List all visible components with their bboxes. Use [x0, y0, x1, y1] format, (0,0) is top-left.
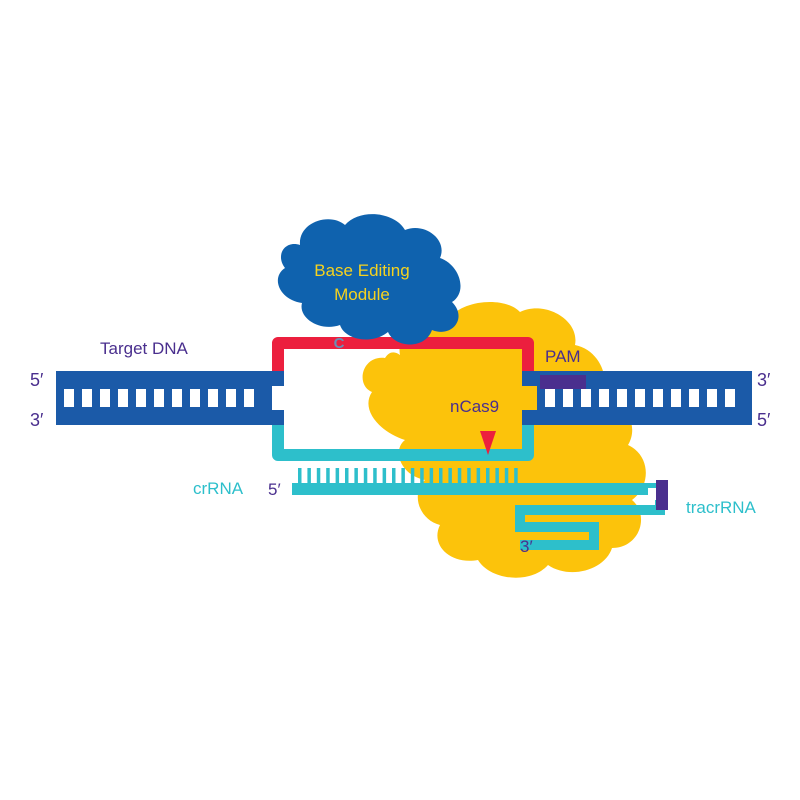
- bottom-left-end-label: 3′: [30, 410, 44, 430]
- crrna-base: [316, 468, 321, 483]
- dna-base-pair: [725, 389, 735, 407]
- crrna-base: [354, 468, 358, 483]
- top-right-end-label: 3′: [757, 370, 771, 390]
- dna-base-pair: [136, 389, 146, 407]
- dna-base-pair: [118, 389, 128, 407]
- dna-base-pair: [671, 389, 681, 407]
- crrna-base: [495, 468, 499, 483]
- crrna-base: [298, 468, 302, 483]
- crrna-base: [514, 468, 518, 483]
- dna-base-pair: [635, 389, 645, 407]
- dna-base-pair: [82, 389, 92, 407]
- crrna-base: [345, 468, 349, 483]
- crrna-base: [476, 468, 481, 483]
- dna-base-pair: [64, 389, 74, 407]
- dna-base-pair: [689, 389, 699, 407]
- top-dna-strand: [56, 371, 752, 386]
- crrna-strand: [292, 483, 660, 495]
- edit-base-label: C: [334, 335, 345, 352]
- crrna-end-label: 5′: [268, 480, 281, 499]
- dna-base-pair: [653, 389, 663, 407]
- crrna-base: [373, 468, 377, 483]
- dna-base-pair: [581, 389, 591, 407]
- crrna-base-pairs: [298, 468, 518, 483]
- target-strand-end-left: [272, 371, 284, 386]
- crrna-base: [420, 468, 424, 483]
- guide-bound-strand: [272, 410, 534, 461]
- target-strand-end-right: [522, 371, 537, 386]
- tracrrna-label: tracrRNA: [686, 498, 757, 517]
- dna-base-pair: [208, 389, 218, 407]
- crrna-base: [410, 468, 415, 483]
- crrna-base: [439, 468, 443, 483]
- target-dna-label: Target DNA: [100, 339, 189, 358]
- crrna-base: [326, 468, 330, 483]
- top-left-end-label: 5′: [30, 370, 44, 390]
- ncas9-label: nCas9: [450, 397, 499, 416]
- pam-label: PAM: [545, 347, 581, 366]
- cyan-strand-end-right: [522, 410, 537, 425]
- pam-block: [540, 375, 586, 389]
- dna-base-pair: [172, 389, 182, 407]
- base-editing-module: [277, 214, 461, 345]
- crrna-base: [363, 468, 368, 483]
- cyan-strand-end-left: [272, 410, 284, 425]
- base-editing-label-line1: Base Editing: [314, 261, 409, 280]
- crrna-base: [382, 468, 387, 483]
- crrna-base: [392, 468, 396, 483]
- dna-base-pair: [599, 389, 609, 407]
- dna-base-pair: [707, 389, 717, 407]
- bottom-dna-strand: [56, 410, 752, 425]
- crrna-base: [504, 468, 509, 483]
- dna-base-pair: [226, 389, 236, 407]
- crrna-base: [307, 468, 311, 483]
- dna-base-pair: [244, 389, 254, 407]
- dna-base-pair: [563, 389, 573, 407]
- down-triangle-icon: [480, 431, 496, 455]
- tracrrna-end-label: 3′: [520, 537, 533, 556]
- dna-base-pair: [545, 389, 555, 407]
- dna-base-pair: [100, 389, 110, 407]
- tracrrna-cap: [656, 480, 668, 510]
- dna-base-pair: [190, 389, 200, 407]
- crrna-base: [335, 468, 340, 483]
- crrna-base: [429, 468, 434, 483]
- crrna-label: crRNA: [193, 479, 244, 498]
- crrna-base: [486, 468, 490, 483]
- tracrrna-gap: [648, 488, 656, 500]
- crrna-base: [467, 468, 471, 483]
- dna-base-pairs: [56, 385, 752, 411]
- bottom-right-end-label: 5′: [757, 410, 771, 430]
- base-editing-label-line2: Module: [334, 285, 390, 304]
- dna-base-pair: [617, 389, 627, 407]
- crrna-base: [448, 468, 452, 483]
- crrna-base: [401, 468, 405, 483]
- crrna-base: [457, 468, 462, 483]
- dna-base-pair: [154, 389, 164, 407]
